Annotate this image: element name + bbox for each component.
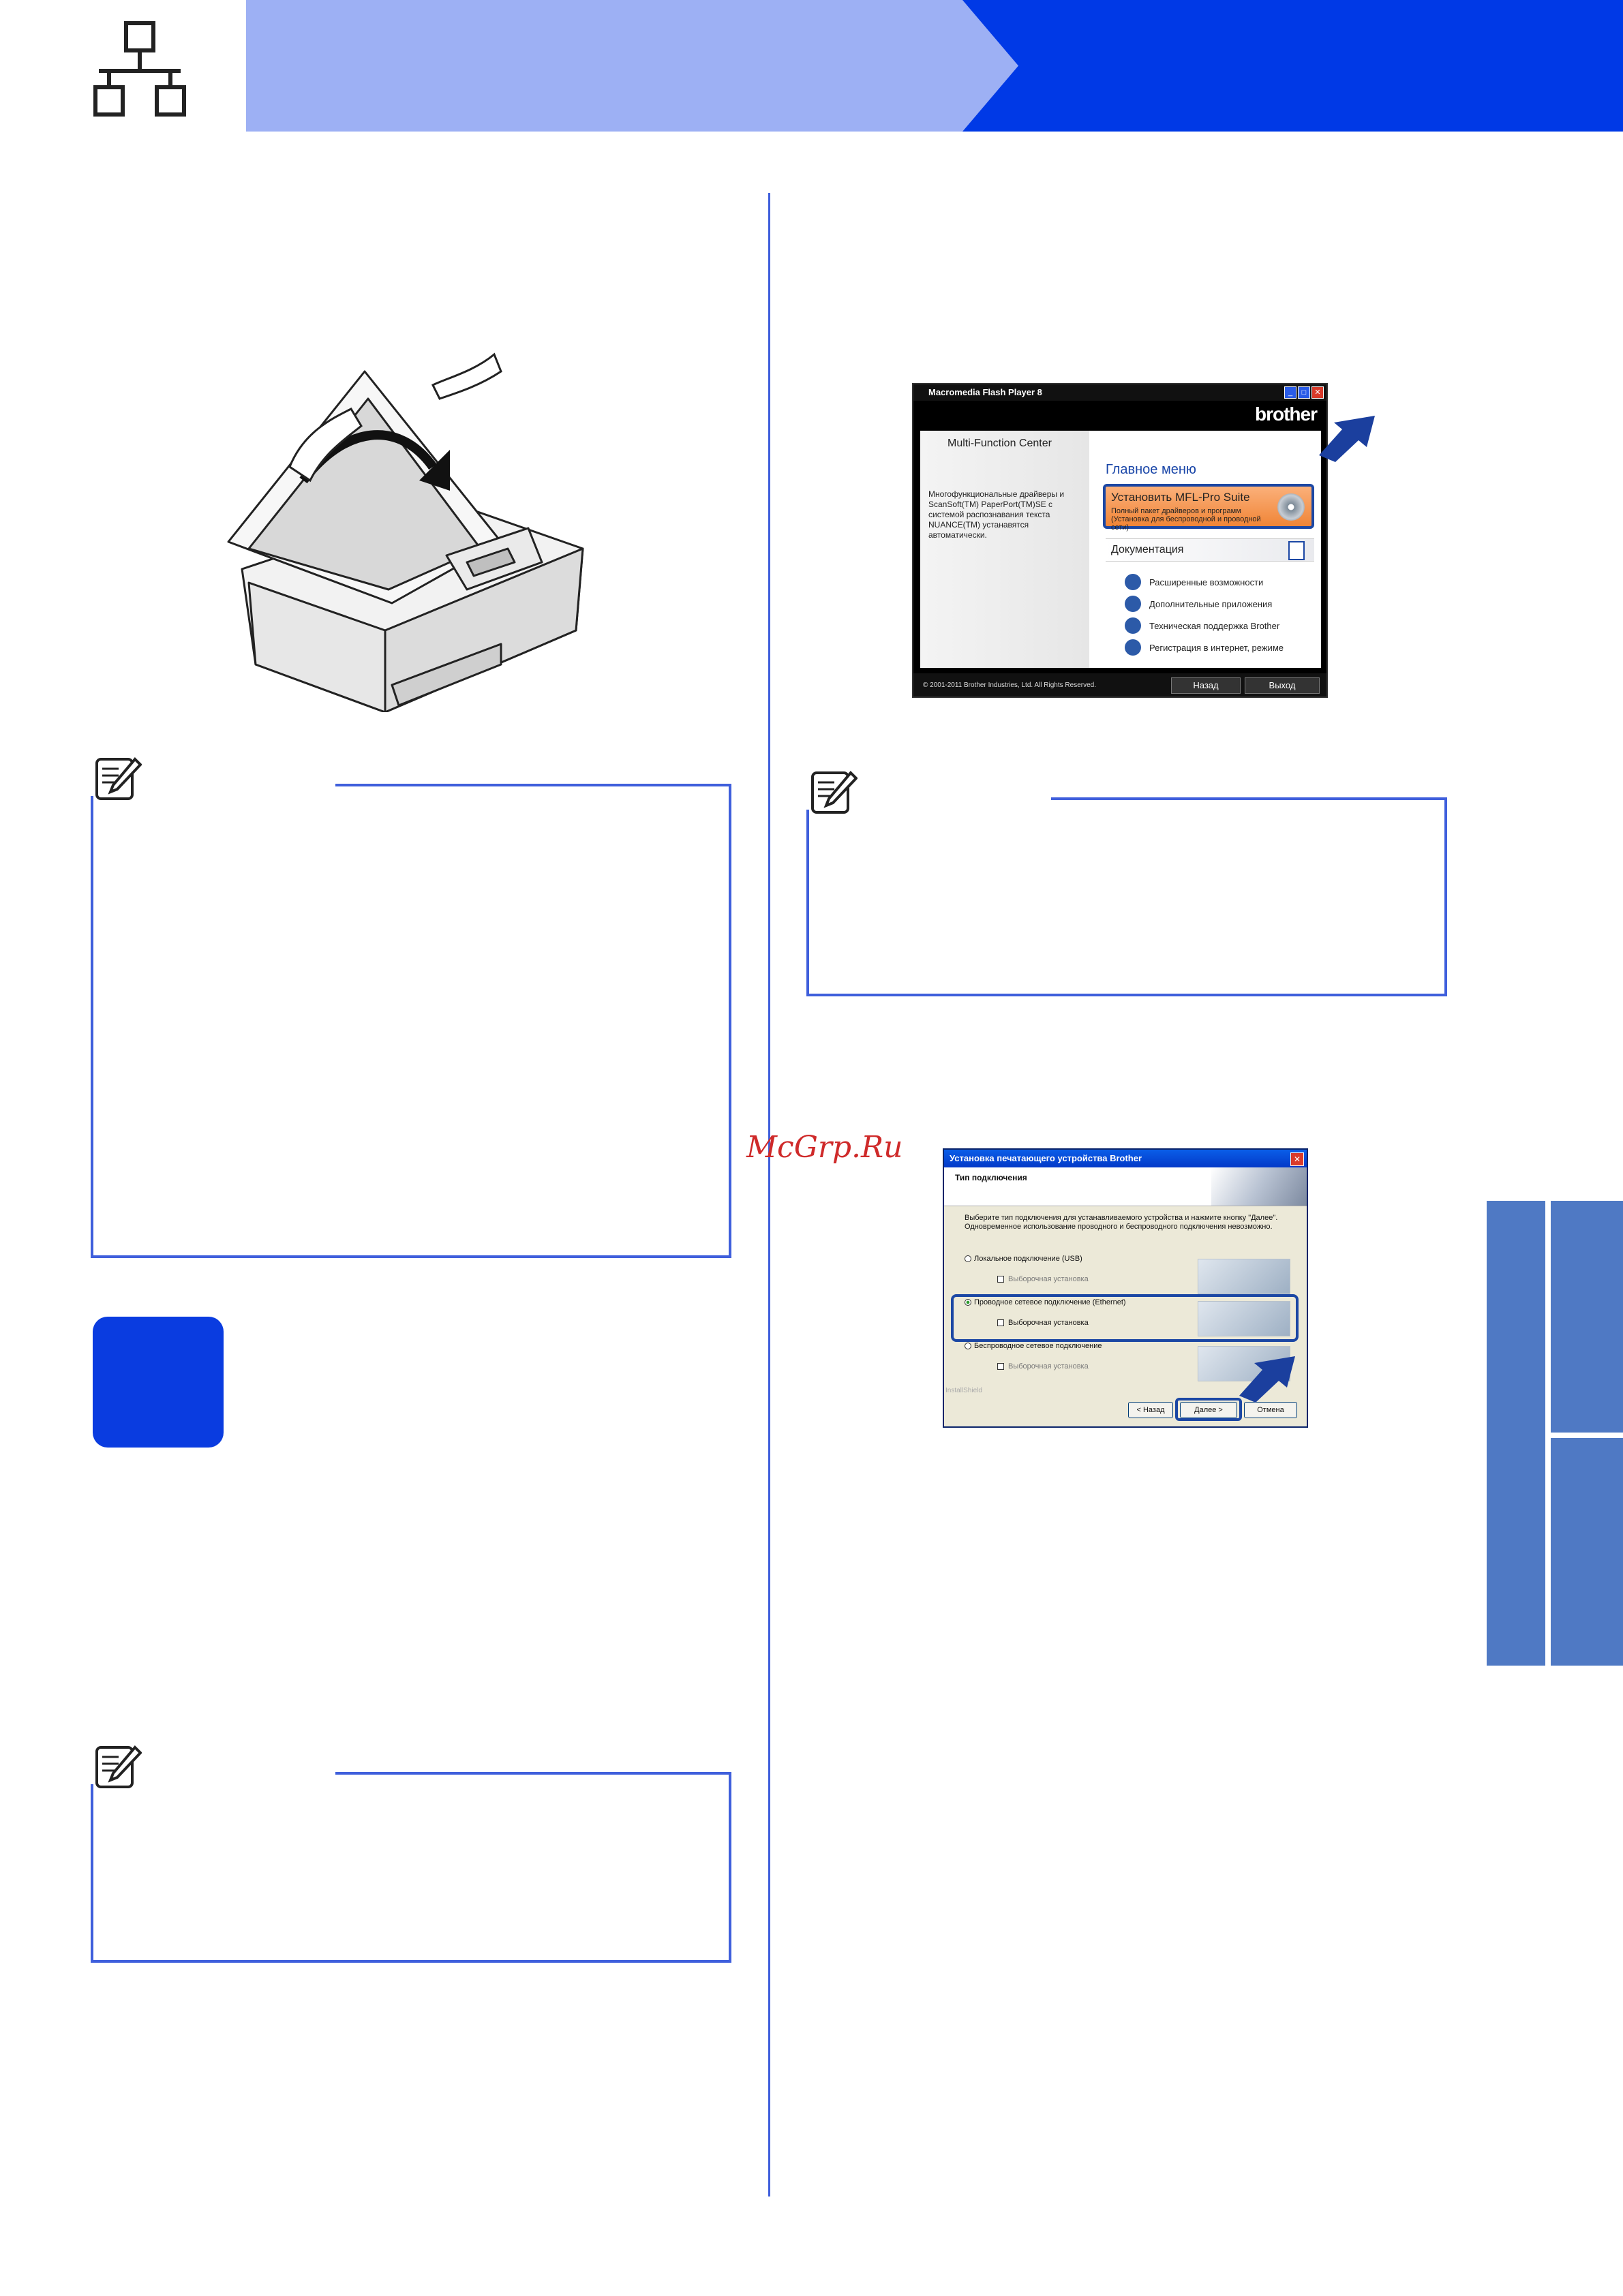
mfc-description: Многофункциональные драйверы и ScanSoft(…	[928, 489, 1065, 540]
side-tab	[1487, 1201, 1545, 1666]
side-tab	[1551, 1201, 1623, 1433]
note-pencil-icon	[95, 757, 142, 800]
register-icon	[1125, 639, 1141, 656]
step-badge	[93, 1317, 224, 1448]
note-box	[806, 797, 1447, 996]
menu-item-label: Техническая поддержка Brother	[1149, 620, 1280, 631]
usb-cable-image	[1198, 1259, 1290, 1294]
radio-usb[interactable]	[965, 1255, 971, 1262]
install-title: Установить MFL-Pro Suite	[1111, 491, 1250, 504]
minimize-button[interactable]: _	[1284, 386, 1296, 399]
option-wireless[interactable]: Беспроводное сетевое подключение	[965, 1342, 1102, 1350]
header-band-dark	[962, 0, 1623, 132]
exit-button[interactable]: Выход	[1245, 677, 1320, 694]
cancel-button[interactable]: Отмена	[1244, 1402, 1297, 1418]
pointer-arrow-icon	[1239, 1356, 1295, 1403]
close-button[interactable]: ✕	[1311, 386, 1324, 399]
option-usb[interactable]: Локальное подключение (USB)	[965, 1255, 1082, 1263]
install-mfl-pro-button[interactable]: Установить MFL-Pro Suite Полный пакет др…	[1103, 484, 1314, 532]
mfc-title: Multi-Function Center	[947, 438, 1052, 449]
note-pencil-icon	[811, 771, 858, 814]
custom-install-ethernet[interactable]: Выборочная установка	[997, 1319, 1089, 1327]
back-button[interactable]: Назад	[1171, 677, 1241, 694]
cd-icon	[1277, 493, 1305, 521]
flash-player-window: Macromedia Flash Player 8 _ □ ✕ brother …	[912, 383, 1328, 698]
window-title: Macromedia Flash Player 8	[913, 384, 1326, 401]
setup-window: Установка печатающего устройства Brother…	[943, 1148, 1308, 1428]
radio-ethernet[interactable]	[965, 1299, 971, 1306]
note-box	[91, 784, 731, 1258]
install-subtitle: Полный пакет драйверов и программ (Устан…	[1111, 507, 1261, 532]
document-icon	[1288, 541, 1305, 560]
main-menu-heading: Главное меню	[1106, 462, 1196, 477]
window-title: Установка печатающего устройства Brother	[944, 1150, 1307, 1167]
menu-item-advanced[interactable]: Расширенные возможности	[1125, 571, 1284, 593]
documentation-button[interactable]: Документация	[1106, 538, 1314, 562]
custom-install-usb[interactable]: Выборочная установка	[997, 1275, 1089, 1283]
option-sub-label: Выборочная установка	[1008, 1319, 1089, 1327]
note-pencil-icon	[95, 1745, 142, 1788]
copyright-text: © 2001-2011 Brother Industries, Ltd. All…	[923, 682, 1096, 689]
menu-item-label: Расширенные возможности	[1149, 577, 1264, 587]
radio-wireless[interactable]	[965, 1343, 971, 1349]
selection-highlight	[951, 1294, 1299, 1342]
instructions: Выберите тип подключения для устанавлива…	[965, 1214, 1278, 1231]
back-button[interactable]: < Назад	[1128, 1402, 1173, 1418]
checkbox[interactable]	[997, 1319, 1004, 1326]
header-band-light	[246, 0, 1030, 132]
documentation-label: Документация	[1111, 544, 1184, 555]
watermark: McGrp.Ru	[746, 1130, 903, 1165]
side-tab	[1551, 1438, 1623, 1666]
column-divider	[768, 193, 770, 2196]
option-sub-label: Выборочная установка	[1008, 1275, 1089, 1283]
next-highlight	[1175, 1398, 1242, 1421]
menu-item-support[interactable]: Техническая поддержка Brother	[1125, 615, 1284, 637]
gear-icon	[1125, 574, 1141, 590]
section-title: Тип подключения	[955, 1173, 1027, 1182]
option-sub-label: Выборочная установка	[1008, 1362, 1089, 1371]
ethernet-cable-image	[1198, 1301, 1290, 1336]
printer-illustration	[227, 352, 584, 712]
custom-install-wireless[interactable]: Выборочная установка	[997, 1362, 1089, 1371]
checkbox[interactable]	[997, 1276, 1004, 1283]
header-art	[1211, 1167, 1307, 1206]
option-label: Проводное сетевое подключение (Ethernet)	[974, 1298, 1126, 1306]
maximize-button[interactable]: □	[1298, 386, 1310, 399]
pointer-arrow-icon	[1319, 416, 1375, 462]
next-button[interactable]: Далее >	[1180, 1402, 1237, 1418]
option-label: Локальное подключение (USB)	[974, 1255, 1082, 1263]
option-label: Беспроводное сетевое подключение	[974, 1342, 1102, 1350]
checkbox[interactable]	[997, 1363, 1004, 1370]
close-button[interactable]: ✕	[1290, 1152, 1304, 1166]
option-ethernet[interactable]: Проводное сетевое подключение (Ethernet)	[965, 1298, 1126, 1306]
menu-item-label: Дополнительные приложения	[1149, 598, 1273, 609]
apps-icon	[1125, 596, 1141, 612]
brother-logo: brother	[1255, 403, 1318, 425]
menu-item-apps[interactable]: Дополнительные приложения	[1125, 593, 1284, 615]
support-icon	[1125, 617, 1141, 634]
installshield-label: InstallShield	[945, 1387, 982, 1394]
menu-item-label: Регистрация в интернет, режиме	[1149, 642, 1284, 653]
wired-network-icon	[93, 21, 186, 117]
mfc-info-panel: Multi-Function Center Многофункциональны…	[920, 431, 1089, 668]
note-box	[91, 1772, 731, 1963]
menu-item-register[interactable]: Регистрация в интернет, режиме	[1125, 637, 1284, 658]
